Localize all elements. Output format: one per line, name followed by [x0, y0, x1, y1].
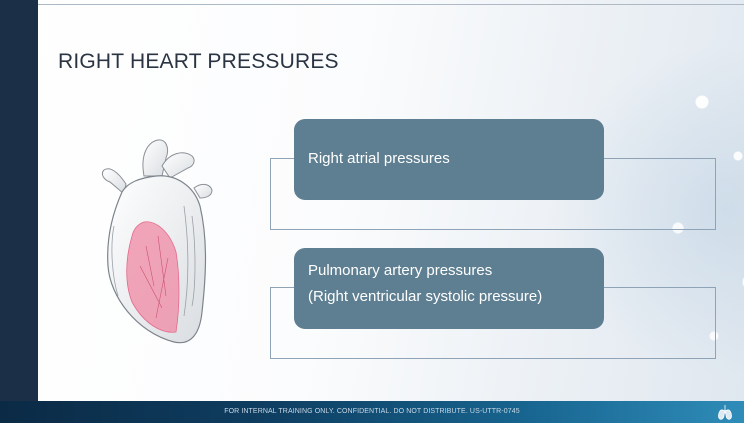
left-sidebar-bar [0, 0, 38, 423]
pulmonary-artery-pressures-box: Pulmonary artery pressures (Right ventri… [294, 248, 604, 329]
slide-title: RIGHT HEART PRESSURES [58, 50, 339, 74]
top-divider [38, 4, 744, 5]
box-text-line: Pulmonary artery pressures [308, 258, 590, 284]
box-text-line: (Right ventricular systolic pressure) [308, 284, 590, 310]
lungs-icon [716, 403, 734, 421]
footer-disclaimer: FOR INTERNAL TRAINING ONLY. CONFIDENTIAL… [0, 401, 744, 423]
right-atrial-pressures-box: Right atrial pressures [294, 119, 604, 200]
heart-illustration [96, 136, 216, 346]
footer-bar: FOR INTERNAL TRAINING ONLY. CONFIDENTIAL… [0, 401, 744, 423]
box-text-line: Right atrial pressures [308, 146, 590, 172]
